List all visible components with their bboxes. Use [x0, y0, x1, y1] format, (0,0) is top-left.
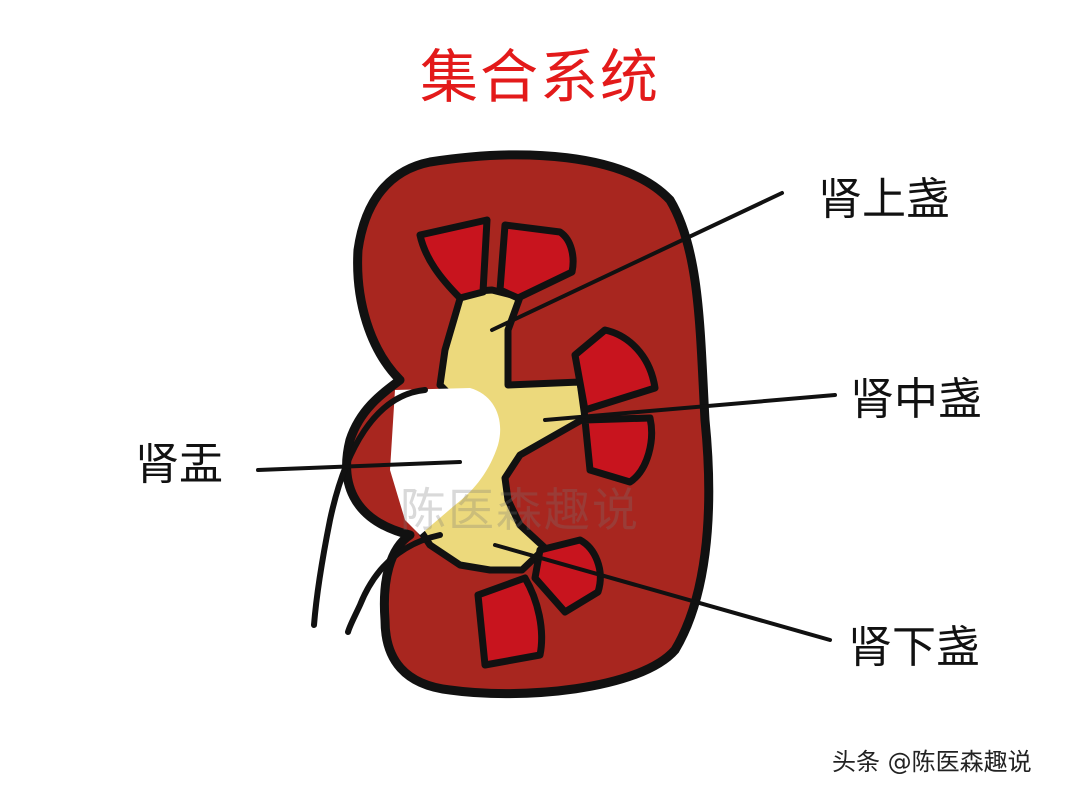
- leader-line-lower-calyx: [493, 543, 832, 642]
- label-lower-calyx: 肾下盏: [848, 622, 980, 673]
- middle-papilla-upper: [571, 326, 659, 414]
- upper-papilla-left: [416, 216, 491, 302]
- middle-papilla-lower: [581, 414, 656, 486]
- diagram-title: 集合系统: [419, 43, 660, 111]
- credit-text: 头条 @陈医森趣说: [832, 748, 1032, 776]
- label-middle-calyx: 肾中盏: [850, 374, 982, 425]
- lower-papilla-right: [531, 536, 604, 616]
- leader-line-renal-pelvis: [256, 460, 462, 472]
- ureter-line-inner: [345, 532, 443, 635]
- label-upper-calyx: 肾上盏: [818, 174, 950, 225]
- leader-line-upper-calyx: [490, 191, 784, 332]
- upper-papilla-right: [496, 221, 577, 302]
- lower-papilla-left: [474, 574, 546, 669]
- label-renal-pelvis: 肾盂: [135, 439, 223, 490]
- ureter-line-outer: [311, 387, 428, 628]
- leader-line-middle-calyx: [543, 393, 837, 422]
- watermark-text: 陈医森趣说: [400, 483, 640, 537]
